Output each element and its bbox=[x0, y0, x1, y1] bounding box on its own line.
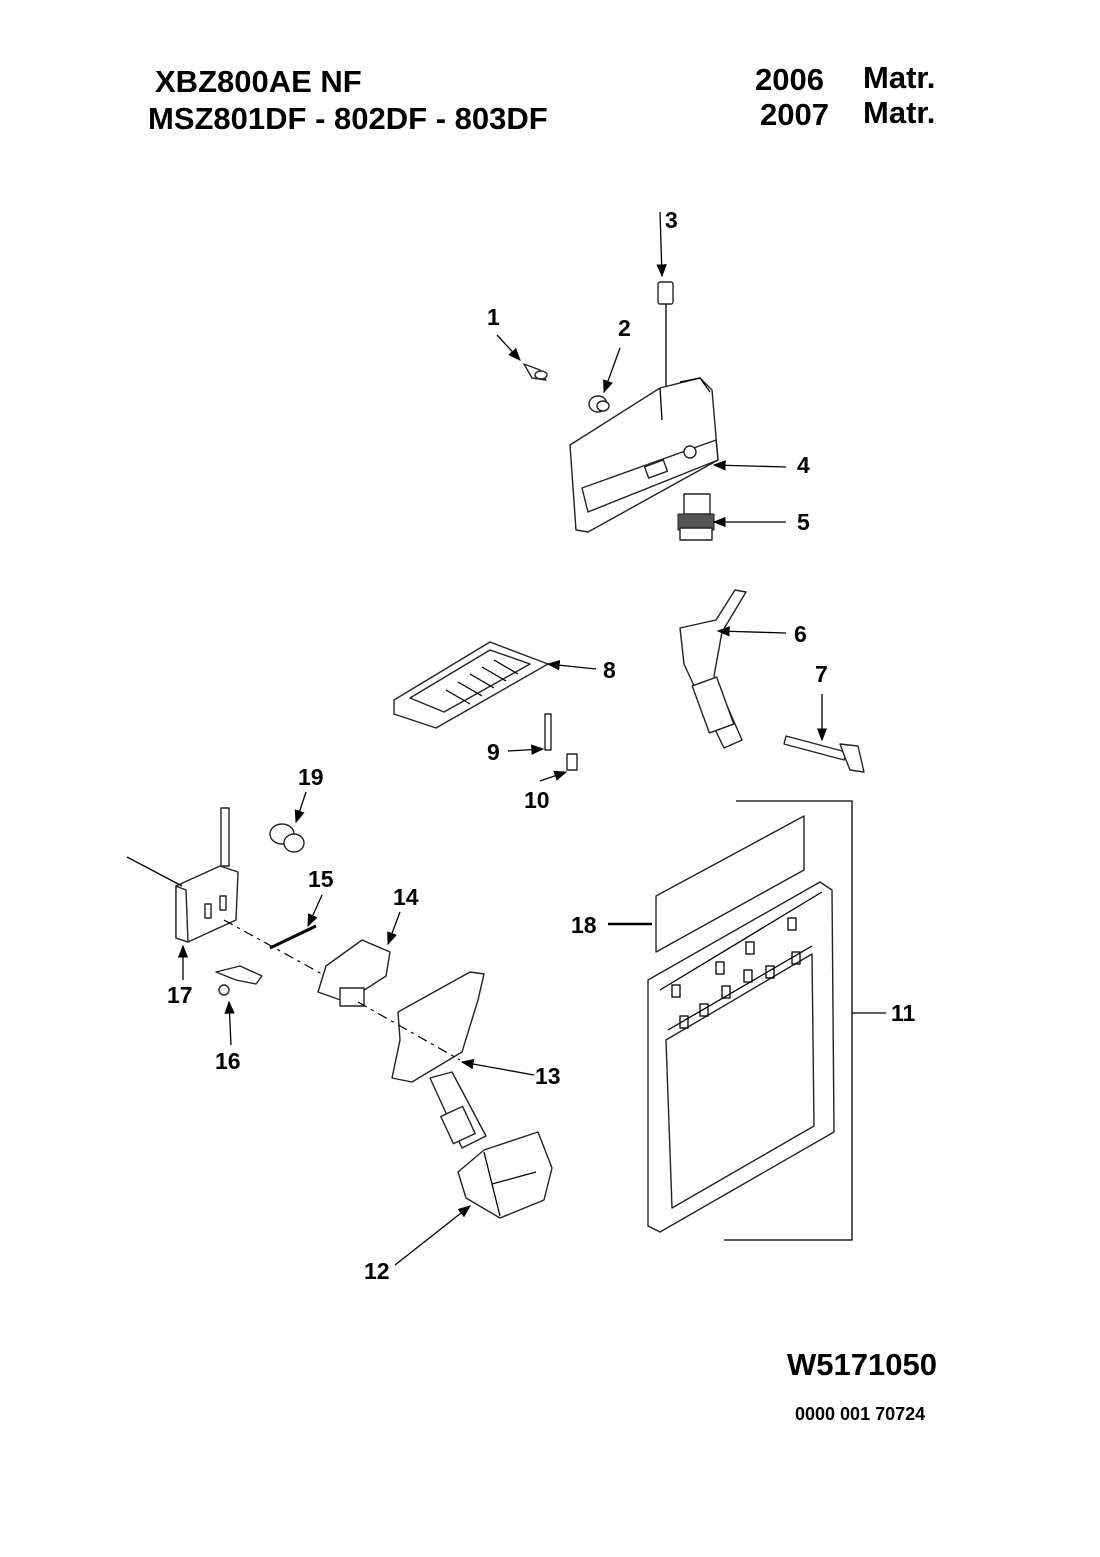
callout-19: 19 bbox=[298, 764, 324, 790]
year-2: 2007 bbox=[760, 97, 829, 132]
part-16-spring bbox=[215, 965, 263, 996]
part-14-bracket bbox=[317, 939, 391, 1007]
callout-8: 8 bbox=[603, 657, 616, 683]
year-1: 2006 bbox=[755, 62, 824, 97]
part-12-cup bbox=[457, 1131, 553, 1219]
callout-16: 16 bbox=[215, 1048, 241, 1074]
part-13-actuator-arm bbox=[391, 971, 487, 1149]
callout-1: 1 bbox=[487, 304, 500, 330]
part-9-clip bbox=[544, 713, 552, 751]
part-11-frame bbox=[647, 800, 853, 1241]
callout-2: 2 bbox=[618, 315, 631, 341]
model-title-line-2: MSZ801DF - 802DF - 803DF bbox=[148, 101, 548, 136]
callout-4: 4 bbox=[797, 452, 810, 478]
callout-15: 15 bbox=[308, 866, 334, 892]
part-5-rocker-switch bbox=[677, 493, 715, 541]
part-4-housing bbox=[569, 377, 719, 533]
part-6-lever bbox=[679, 589, 747, 749]
matr-label-1: Matr. bbox=[863, 60, 936, 95]
callout-13: 13 bbox=[535, 1063, 561, 1089]
callout-labels: 1 2 3 4 5 6 7 8 9 10 11 12 13 14 15 16 1… bbox=[167, 207, 916, 1284]
assembly-dash-lines bbox=[223, 919, 461, 1061]
callout-9: 9 bbox=[487, 739, 500, 765]
part-17-module bbox=[175, 807, 239, 943]
barcode-number: 0000 001 70724 bbox=[795, 1404, 926, 1424]
part-7-shaft bbox=[783, 735, 865, 773]
callout-17: 17 bbox=[167, 982, 193, 1008]
callout-14: 14 bbox=[393, 884, 419, 910]
callout-5: 5 bbox=[797, 509, 810, 535]
part-15-pin bbox=[269, 924, 317, 950]
part-3-switch bbox=[657, 281, 674, 390]
part-2-spring bbox=[588, 395, 610, 413]
callout-6: 6 bbox=[794, 621, 807, 647]
part-8-grille bbox=[393, 641, 549, 729]
matr-label-2: Matr. bbox=[863, 95, 936, 130]
callout-18: 18 bbox=[571, 912, 597, 938]
document-number: W5171050 bbox=[787, 1347, 937, 1382]
callout-3: 3 bbox=[665, 207, 678, 233]
leader-lines bbox=[126, 211, 886, 1266]
part-18-label bbox=[655, 815, 805, 953]
callout-7: 7 bbox=[815, 661, 828, 687]
part-1-bushing bbox=[523, 363, 548, 381]
model-title-line-1: XBZ800AE NF bbox=[155, 64, 362, 99]
callout-12: 12 bbox=[364, 1258, 390, 1284]
part-19-bushing bbox=[269, 823, 305, 853]
callout-10: 10 bbox=[524, 787, 550, 813]
part-10-pad bbox=[566, 753, 578, 771]
callout-11: 11 bbox=[891, 1000, 916, 1026]
